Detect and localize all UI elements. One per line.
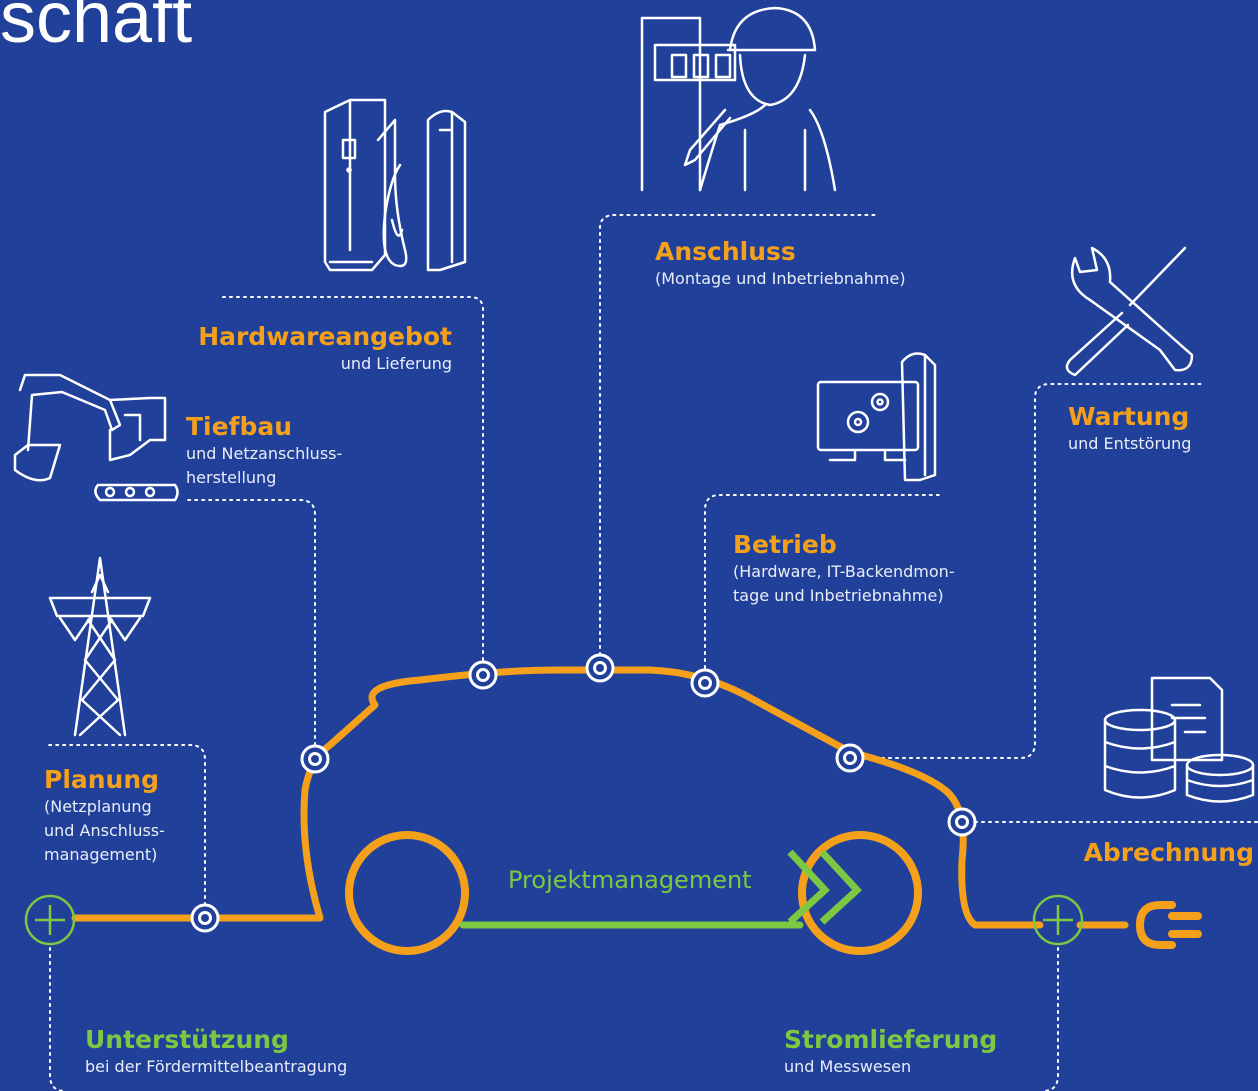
stage-tiefbau-sub2: herstellung [186, 468, 277, 487]
front-wheel [345, 831, 469, 955]
node-markers [190, 653, 977, 933]
stage-anschluss-sub1: (Montage und Inbetriebnahme) [655, 269, 906, 288]
node-planung [190, 903, 220, 933]
page-heading: schaft [0, 0, 193, 58]
stage-unterstuetzung-title: Unterstützung [85, 1025, 289, 1054]
stage-wartung-title: Wartung [1068, 402, 1190, 431]
stage-hardware-title: Hardwareangebot [198, 322, 452, 351]
stage-tiefbau-sub1: und Netzanschluss- [186, 444, 343, 463]
stage-planung-sub2: und Anschluss- [44, 821, 165, 840]
stage-hardware: Hardwareangebot und Lieferung [198, 322, 452, 376]
stage-betrieb-sub2: tage und Inbetriebnahme) [733, 586, 944, 605]
node-hardware [468, 660, 498, 690]
stage-unterstuetzung: Unterstützung bei der Fördermittelbeantr… [85, 1025, 347, 1079]
connector-betrieb [704, 494, 941, 669]
projektmanagement-label: Projektmanagement [508, 866, 752, 894]
stage-anschluss: Anschluss (Montage und Inbetriebnahme) [655, 237, 906, 291]
stage-stromlieferung: Stromlieferung und Messwesen [784, 1025, 997, 1079]
rear-wheel [798, 831, 922, 955]
stage-stromlieferung-title: Stromlieferung [784, 1025, 998, 1054]
billing-coins-icon [1103, 676, 1255, 803]
plug-icon [1135, 901, 1202, 949]
stage-anschluss-title: Anschluss [655, 237, 796, 266]
chevron-arrow-icon [787, 849, 862, 925]
node-wartung [835, 743, 865, 773]
stage-tiefbau: Tiefbau und Netzanschluss- herstellung [186, 412, 342, 490]
stage-abrechnung-title: Abrechnung [1083, 838, 1254, 867]
connector-hardware [219, 296, 484, 661]
stage-betrieb: Betrieb (Hardware, IT-Backendmon- tage u… [733, 530, 955, 608]
excavator-icon [13, 373, 179, 502]
connector-unterstuetzung [49, 947, 66, 1091]
stage-stromlieferung-sub1: und Messwesen [784, 1057, 912, 1076]
stage-wartung: Wartung und Entstörung [1068, 402, 1191, 456]
stage-planung-sub1: (Netzplanung [44, 797, 152, 816]
power-pylon-icon [48, 556, 152, 737]
stage-tiefbau-title: Tiefbau [186, 412, 293, 441]
computer-settings-icon [816, 352, 937, 482]
connector-wartung [867, 383, 1206, 759]
connector-anschluss [599, 214, 876, 656]
node-abrechnung [947, 807, 977, 837]
stage-betrieb-sub1: (Hardware, IT-Backendmon- [733, 562, 955, 581]
node-tiefbau [300, 744, 330, 774]
stage-unterstuetzung-sub1: bei der Fördermittelbeantragung [85, 1057, 348, 1076]
stage-planung-title: Planung [44, 765, 160, 794]
connector-planung [44, 744, 206, 906]
node-betrieb [690, 668, 720, 698]
charging-station-icon [323, 98, 467, 272]
node-anschluss [585, 653, 615, 683]
stage-abrechnung: Abrechnung [1084, 838, 1254, 868]
stage-planung: Planung (Netzplanung und Anschluss- mana… [44, 765, 165, 867]
connector-tiefbau [184, 499, 316, 746]
stage-hardware-sub1: und Lieferung [340, 354, 452, 373]
plus-icon [24, 894, 76, 946]
technician-icon [640, 6, 837, 192]
connector-stromlieferung [1042, 947, 1059, 1091]
stage-wartung-sub1: und Entstörung [1068, 434, 1192, 453]
stage-betrieb-title: Betrieb [733, 530, 837, 559]
plus-icon [1032, 894, 1084, 946]
tools-icon [1065, 246, 1194, 377]
stage-planung-sub3: management) [44, 845, 158, 864]
